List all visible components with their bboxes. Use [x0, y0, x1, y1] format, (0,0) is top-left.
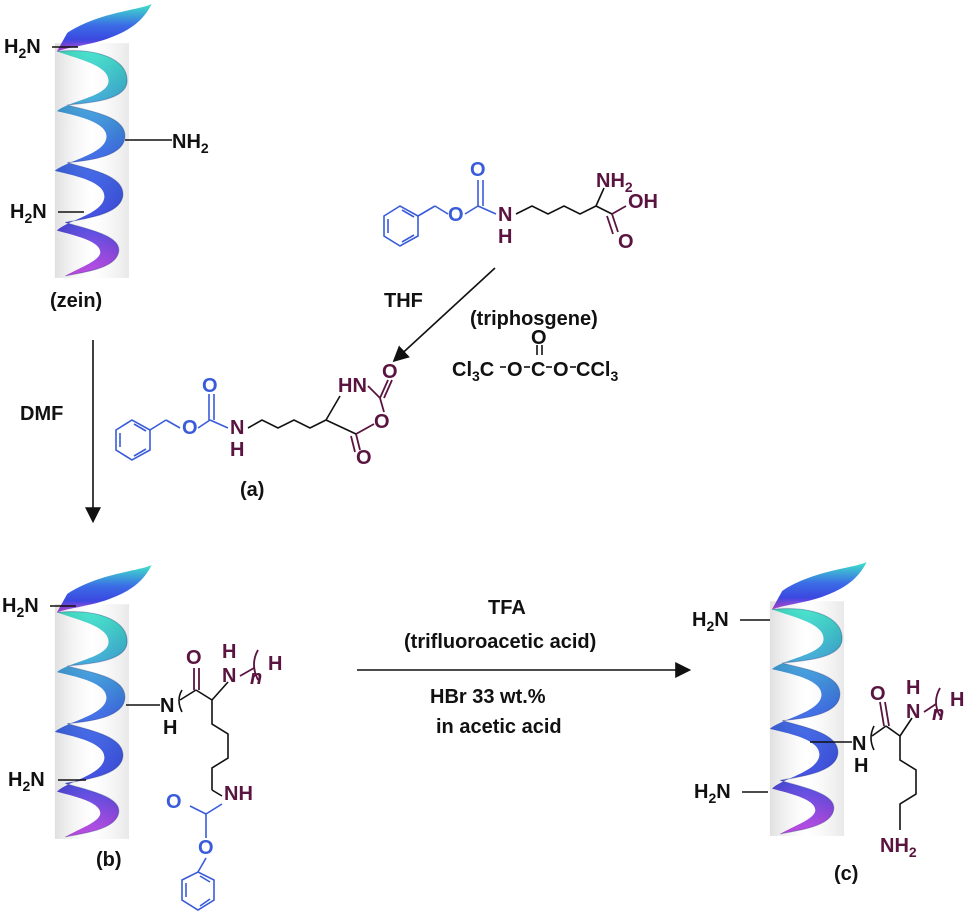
acid-oh: OH	[628, 191, 658, 213]
c-backbone-h: H	[906, 677, 920, 699]
triphosgene-carbonyl-o: O	[531, 327, 547, 349]
b-side-carbonyl-o: O	[166, 791, 182, 813]
b-carbonyl-o: O	[186, 647, 202, 669]
c-carbonyl-o: O	[870, 683, 886, 705]
triphosgene-o2: O	[553, 359, 569, 381]
lys-epsilon-h: H	[498, 226, 512, 248]
tfa-label: TFA	[488, 597, 526, 619]
amine-label-2: NH2	[172, 131, 209, 156]
dmf-label: DMF	[20, 403, 63, 425]
b-amide-h: H	[163, 717, 177, 739]
c-repeat-n: n	[932, 703, 944, 725]
c-amine-2: H2N	[694, 781, 731, 806]
a-carbamate-o: O	[182, 417, 198, 439]
zein-helix-c	[769, 561, 868, 837]
compound-a-structure: O O N H HN O O O	[115, 361, 398, 469]
b-amine-1: H2N	[2, 595, 39, 620]
b-amine-2: H2N	[8, 769, 45, 794]
c-amide-h: H	[854, 755, 868, 777]
carbamate-o: O	[448, 204, 464, 226]
c-end-h: H	[950, 689, 964, 711]
b-side-ester-o: O	[198, 837, 214, 859]
a-epsilon-h: H	[230, 439, 244, 461]
b-backbone-h: H	[222, 641, 236, 663]
amine-label-1: H2N	[4, 36, 41, 61]
cbz-lysine-structure: O O N H NH2 OH O	[383, 159, 658, 253]
triphosgene-c: C	[531, 359, 545, 381]
compound-b-label: (b)	[96, 849, 122, 871]
b-end-h: H	[268, 653, 282, 675]
a-nca-hn: HN	[338, 375, 367, 397]
a-nca-o-bottom: O	[356, 447, 372, 469]
b-backbone-n: N	[222, 665, 236, 687]
triphosgene-cl3c: Cl3C	[452, 359, 494, 384]
carbonyl-o: O	[470, 159, 486, 181]
c-backbone-n: N	[906, 701, 920, 723]
thf-arrow	[392, 267, 496, 363]
a-epsilon-n: N	[230, 417, 244, 439]
b-side-nh: NH	[224, 783, 253, 805]
amine-label-3: H2N	[10, 201, 47, 226]
acid-o: O	[618, 231, 634, 253]
compound-c-structure: H2N H2N N H O N H n H NH2	[692, 609, 964, 860]
lys-epsilon-n: N	[498, 204, 512, 226]
c-amide-n: N	[852, 733, 866, 755]
triphosgene-label: (triphosgene)	[470, 308, 598, 330]
b-repeat-n: n	[250, 667, 262, 689]
thf-label: THF	[384, 290, 423, 312]
compound-a-label: (a)	[240, 479, 264, 501]
zein-label: (zein)	[50, 290, 102, 312]
b-amide-n: N	[160, 695, 174, 717]
triphosgene-structure: Cl3C O C O O CCl3	[452, 327, 618, 384]
a-nca-ring-o: O	[374, 411, 390, 433]
a-carbonyl-o: O	[202, 375, 218, 397]
hbr-line-2: in acetic acid	[436, 716, 562, 738]
compound-b-structure: H2N H2N N H O N H n H NH O O	[2, 595, 282, 911]
zein-helix-top	[54, 3, 153, 279]
triphosgene-o1: O	[507, 359, 523, 381]
a-nca-o-top: O	[382, 361, 398, 383]
c-amine-1: H2N	[692, 609, 729, 634]
compound-c-label: (c)	[834, 863, 858, 885]
c-side-nh2: NH2	[880, 835, 917, 860]
tfa-full-label: (trifluoroacetic acid)	[404, 631, 596, 653]
hbr-line-1: HBr 33 wt.%	[430, 686, 546, 708]
triphosgene-ccl3: CCl3	[576, 359, 618, 384]
